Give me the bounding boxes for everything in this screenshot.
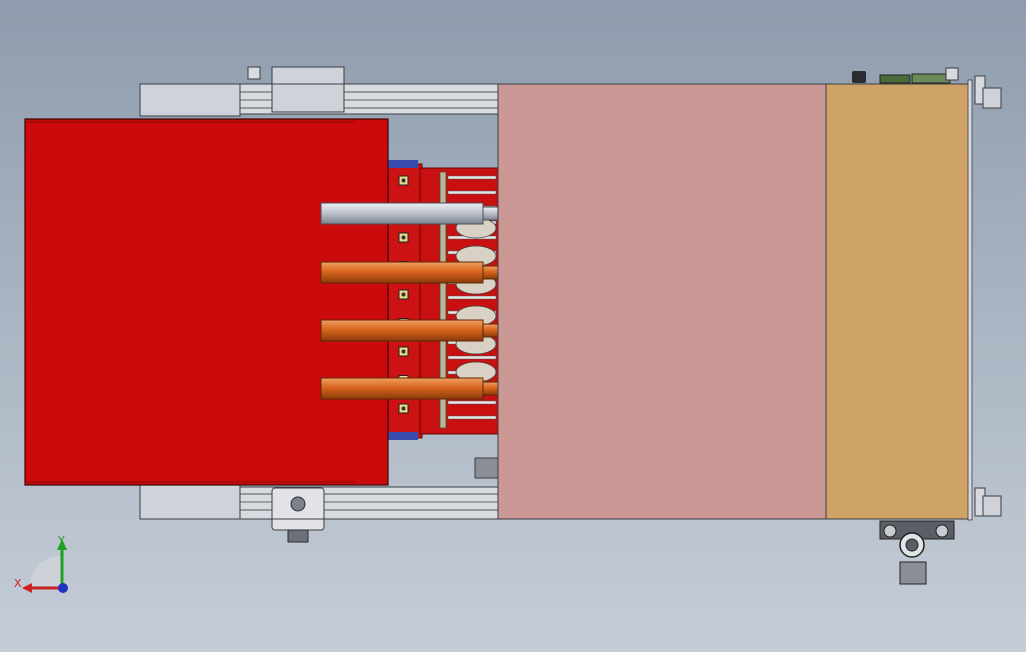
- pink-cover-block[interactable]: [497, 83, 827, 520]
- end-plate: [967, 79, 973, 521]
- terminal-screw-head: [401, 292, 406, 297]
- busbar-slat: [447, 355, 497, 360]
- tan-end-block[interactable]: [825, 83, 971, 520]
- triad-y-label: Y: [57, 534, 65, 547]
- triad-x-label: X: [14, 577, 22, 590]
- busbar-slat: [447, 190, 497, 195]
- upper-left-bracket: [139, 83, 241, 117]
- copper-rod-1[interactable]: [320, 261, 499, 284]
- frame-assembly: [139, 66, 825, 543]
- axis-triad: Y X: [14, 534, 68, 593]
- copper-rod-3[interactable]: [320, 377, 499, 400]
- copper-rod-2[interactable]: [320, 319, 499, 342]
- busbar-slat: [447, 295, 497, 300]
- bottom-valve-assembly: [879, 520, 955, 585]
- lower-left-bracket: [139, 484, 241, 520]
- rods: [320, 202, 499, 400]
- busbar-slat: [447, 400, 497, 405]
- busbar-slat: [447, 415, 497, 420]
- steel-rod[interactable]: [320, 202, 499, 225]
- terminal-screw-head: [401, 349, 406, 354]
- terminal-screw-head: [401, 178, 406, 183]
- terminal-screw-head: [401, 235, 406, 240]
- red-housing[interactable]: [24, 118, 389, 486]
- upper-clamp-block: [271, 66, 345, 113]
- terminal-screw-head: [401, 406, 406, 411]
- busbar-slat: [447, 175, 497, 180]
- spacer-block: [474, 457, 500, 479]
- right-fittings: [974, 75, 1002, 517]
- top-connectors: [852, 67, 959, 84]
